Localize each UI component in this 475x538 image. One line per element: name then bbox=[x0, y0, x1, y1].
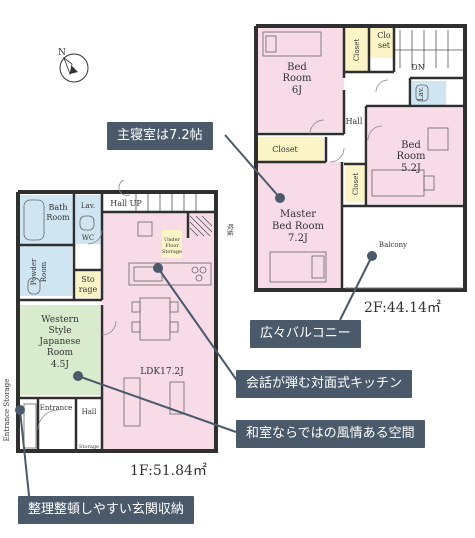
bed-6-label-3: 6J bbox=[292, 85, 302, 96]
callout-balcony: 広々バルコニー bbox=[250, 320, 361, 348]
closet-2f-2 bbox=[345, 166, 365, 202]
western-label-5: 4.5J bbox=[51, 360, 69, 370]
dot-balcony bbox=[367, 251, 377, 261]
storage-small bbox=[76, 272, 100, 298]
callout-master-bedroom: 主寝室は7.2帖 bbox=[107, 122, 213, 150]
bed-room-5j bbox=[368, 108, 463, 204]
closet-v1-label: Closet bbox=[353, 39, 361, 62]
lav-1f-label: Lav. bbox=[81, 202, 95, 210]
bed-6-label-1: Bed bbox=[287, 62, 307, 73]
western-label-1: Western bbox=[41, 315, 79, 325]
under-floor-storage bbox=[162, 230, 182, 258]
closet-2f-1 bbox=[345, 28, 368, 72]
bath-label-2: Room bbox=[46, 213, 70, 222]
under-floor-label-2: Floor bbox=[165, 243, 179, 249]
entrance-storage-label: Entrance Storage bbox=[3, 379, 11, 442]
under-floor-label-3: Storage bbox=[162, 249, 182, 255]
first-floor: Bath Room Lav. WC Hall UP Sto rage Under… bbox=[3, 179, 234, 453]
callout-kitchen: 会話が弾む対面式キッチン bbox=[236, 370, 413, 398]
master-label-2: Bed Room bbox=[272, 221, 324, 232]
storage-small-label-2: rage bbox=[79, 285, 98, 294]
storage-1f-label: Storage bbox=[79, 444, 99, 450]
callout-japanese-room: 和室ならではの風情ある空間 bbox=[236, 420, 425, 448]
western-label-3: Japanese bbox=[38, 337, 80, 347]
western-label-4: Room bbox=[47, 348, 74, 358]
closet-2f-horizontal bbox=[258, 137, 324, 161]
storage-small-label-1: Sto bbox=[81, 275, 95, 284]
north-arrow-icon: N bbox=[58, 48, 89, 83]
lav-2f-label: Lav. bbox=[417, 87, 425, 101]
balcony-label: Balcony bbox=[379, 241, 407, 249]
ldk bbox=[102, 213, 214, 449]
first-floor-area: 1F:51.84㎡ bbox=[130, 463, 207, 479]
dn-label: DN bbox=[411, 63, 424, 72]
dot-japanese bbox=[73, 371, 83, 381]
powder-room bbox=[20, 246, 72, 296]
powder-label-2: Room bbox=[40, 261, 48, 282]
entrance-label: Entrance bbox=[40, 404, 73, 412]
under-floor-label-1: Under bbox=[164, 237, 181, 243]
void-label: 吹抜 bbox=[226, 224, 234, 236]
svg-text:N: N bbox=[58, 48, 66, 58]
hall-up-label: Hall UP bbox=[110, 199, 142, 208]
bed-52-label-3: 5.2J bbox=[401, 163, 421, 174]
closet-small-label-2: set bbox=[378, 41, 391, 50]
dot-entrance bbox=[15, 405, 25, 415]
bath-label-1: Bath bbox=[48, 203, 67, 212]
bath-room bbox=[20, 195, 74, 244]
bed-52-label-2: Room bbox=[396, 151, 426, 162]
hall-1f-label: Hall bbox=[82, 408, 98, 416]
hall-2f-label: Hall bbox=[346, 117, 363, 126]
second-floor-area: 2F:44.14㎡ bbox=[364, 300, 441, 316]
dot-kitchen bbox=[153, 263, 163, 273]
bed-room-6j bbox=[258, 28, 344, 132]
second-floor: Bed Room 6J Clo set DN Hall Closet Bed R… bbox=[254, 24, 467, 292]
wc-label: WC bbox=[82, 234, 95, 242]
closet-2f-small bbox=[370, 28, 394, 58]
closet-small-label-1: Clo bbox=[377, 31, 391, 40]
master-bed-room bbox=[258, 162, 341, 288]
bed-6-label-2: Room bbox=[282, 73, 312, 84]
closet-h-label: Closet bbox=[272, 145, 298, 154]
western-label-2: Style bbox=[48, 326, 71, 336]
bed-52-label-1: Bed bbox=[401, 140, 421, 151]
closet-v2-label: Closet bbox=[352, 173, 360, 196]
ldk-label: LDK17.2J bbox=[140, 367, 184, 377]
dot-master bbox=[275, 193, 285, 203]
master-label-1: Master bbox=[280, 209, 316, 220]
callout-entrance-storage: 整理整頓しやすい玄関収納 bbox=[18, 496, 194, 524]
master-label-3: 7.2J bbox=[288, 233, 308, 244]
powder-label-1: Powder bbox=[30, 258, 38, 285]
